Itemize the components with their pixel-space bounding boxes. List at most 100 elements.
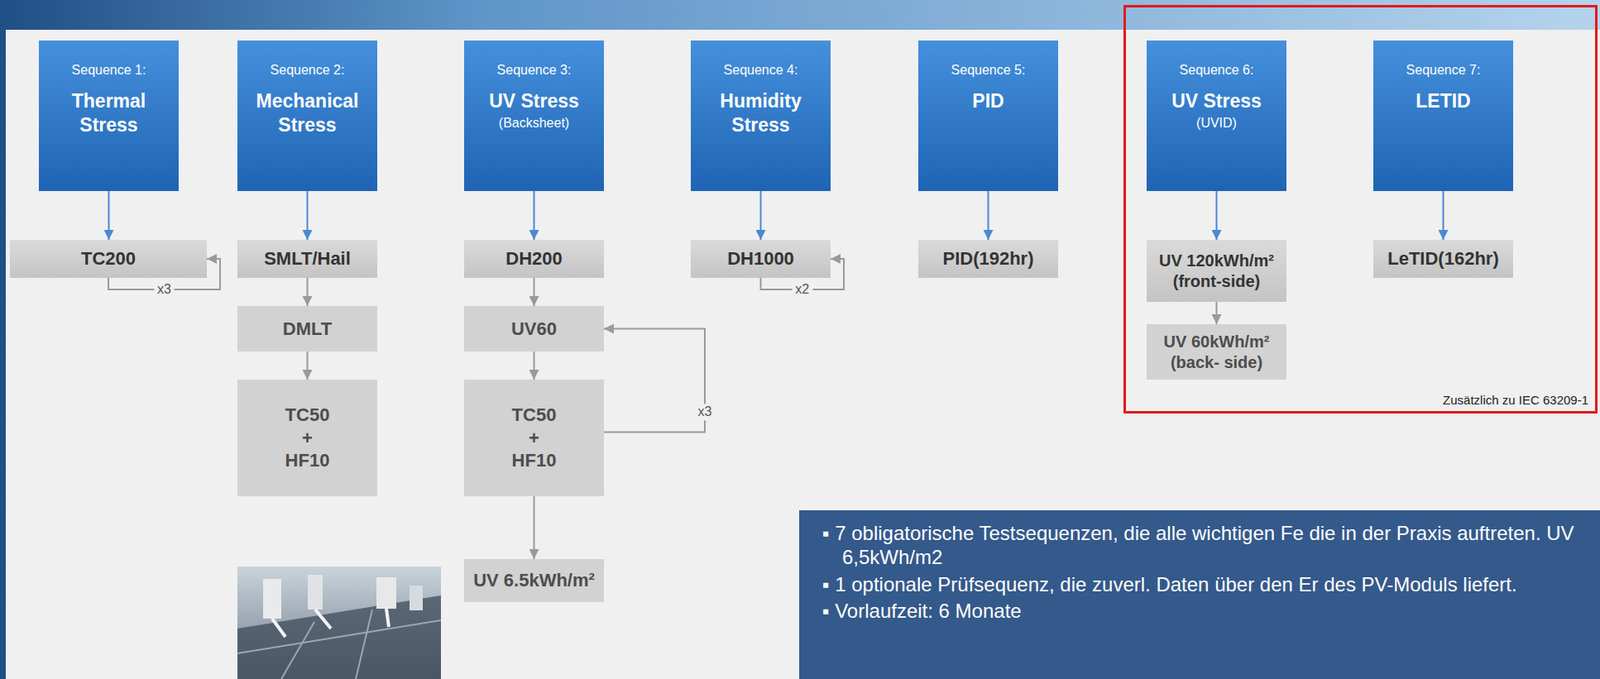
sequence-number: Sequence 4: [697,62,824,78]
sequence-header: Sequence 5: PID [918,40,1059,192]
photo-machine [307,574,323,610]
bullet-text: ▪ Vorlaufzeit: 6 Monate [822,599,1577,624]
text-group: Sequence 1: Thermal Stress [45,62,173,138]
sequence-number: Sequence 5: [924,62,1052,78]
test-box: TC200 [9,239,207,278]
bullet-text: ▪ 7 obligatorische Testsequenzen, die al… [822,522,1577,571]
sequence-title: Humidity Stress [697,89,824,138]
photo-arm [315,609,331,629]
text-group: PID(192hr) [923,247,1054,271]
text-group: TC200 [14,247,202,271]
test-box: TC50 + HF10 [464,379,604,497]
text-group: Sequence 7: LETID [1379,62,1507,114]
test-box: UV 120kWh/m² (front-side) [1146,239,1287,302]
photo-line [355,609,373,679]
text-group: UV 6.5kWh/m² [469,569,599,593]
connector [987,191,990,240]
slide-panel [5,29,1600,679]
sequence-subtitle: (UVID) [1153,114,1280,131]
connector [306,277,309,307]
sequence-title: UV Stress [1153,89,1280,114]
info-panel: ▪ 7 obligatorische Testsequenzen, die al… [799,510,1600,679]
photo-line [237,620,441,654]
sequence-header: Sequence 3:UV Stress(Backsheet) [464,40,604,192]
repeat-count: x3 [694,404,716,421]
test-label: PID(192hr) [923,247,1054,271]
test-box: PID(192hr) [918,239,1059,278]
connector [1216,301,1218,325]
test-box: SMLT/Hail [237,239,378,278]
sequence-number: Sequence 2: [244,62,371,78]
photo-machine [376,577,397,609]
sequence-number: Sequence 7: [1379,62,1507,78]
text-group: UV 60kWh/m² (back- side) [1151,331,1282,374]
connector [533,351,536,380]
text-group: DMLT [242,317,373,341]
text-group: TC50 + HF10 [281,403,335,473]
connector [1442,191,1445,240]
sequence-number: Sequence 1: [45,62,173,78]
test-label: UV 6.5kWh/m² [469,569,599,593]
test-box: UV60 [464,306,604,352]
text-group: LeTID(162hr) [1378,247,1509,271]
test-box: LeTID(162hr) [1373,239,1514,278]
text-group: TC50 + HF10 [507,403,561,473]
connector [1216,191,1218,240]
hail-test-photo [237,566,441,679]
photo-arm [386,608,389,628]
test-label: TC200 [14,247,202,271]
test-label: TC50 + HF10 [507,403,561,473]
text-group: DH200 [469,247,599,271]
frame-note: Zusätzlich zu IEC 63209-1 [1442,392,1589,408]
text-group: UV 120kWh/m² (front-side) [1151,250,1282,293]
sequence-title: PID [924,89,1052,114]
test-label: SMLT/Hail [242,247,373,271]
repeat-count: x3 [153,281,175,298]
test-label: UV60 [469,317,599,341]
text-group: ▪ 7 obligatorische Testsequenzen, die al… [822,522,1577,628]
sequence-title: UV Stress [470,89,598,114]
text-group: DH1000 [695,247,826,271]
test-label: DH200 [469,247,599,271]
test-label: UV 60kWh/m² (back- side) [1151,331,1282,374]
connector [760,191,762,240]
photo-ground [237,566,441,679]
text-group: SMLT/Hail [242,247,373,271]
text-group: Sequence 2: Mechanical Stress [244,62,371,138]
connector [533,496,536,560]
test-box: UV 6.5kWh/m² [464,559,604,603]
connector [603,329,705,433]
sequence-header: Sequence 6: UV Stress(UVID) [1146,40,1287,192]
test-label: TC50 + HF10 [281,403,335,473]
sequence-header: Sequence 2: Mechanical Stress [237,40,378,192]
sequence-header: Sequence 4: Humidity Stress [690,40,831,192]
sequence-title: Mechanical Stress [244,89,371,138]
test-box: TC50 + HF10 [237,379,378,497]
connector [533,277,536,307]
connector [306,191,309,240]
test-box: DH1000 [690,239,831,278]
text-group: Zusätzlich zu IEC 63209-1 [1442,392,1589,408]
test-label: DMLT [242,317,373,341]
sequence-title: Thermal Stress [45,89,173,138]
highlight-frame: Zusätzlich zu IEC 63209-1 Sequence 6: UV S… [1123,4,1598,414]
text-group: Sequence 4: Humidity Stress [697,62,824,138]
test-label: UV 120kWh/m² (front-side) [1151,250,1282,293]
sequence-title: LETID [1379,89,1507,114]
test-box: DH200 [464,239,604,278]
text-group: Sequence 6: UV Stress(UVID) [1153,62,1280,131]
connector [306,351,309,380]
connector [108,191,111,240]
test-label: LeTID(162hr) [1378,247,1509,271]
test-box: UV 60kWh/m² (back- side) [1146,324,1287,380]
photo-machine [409,585,423,611]
repeat-count: x2 [791,281,813,298]
photo-line [281,622,315,679]
sequence-number: Sequence 3: [470,62,598,78]
connector [533,191,536,240]
sequence-number: Sequence 6: [1153,62,1280,78]
sequence-header: Sequence 1: Thermal Stress [38,40,179,192]
bullet-text: ▪ 1 optionale Prüfsequenz, die zuverl. D… [822,573,1577,598]
sequence-header: Sequence 7: LETID [1373,40,1514,192]
